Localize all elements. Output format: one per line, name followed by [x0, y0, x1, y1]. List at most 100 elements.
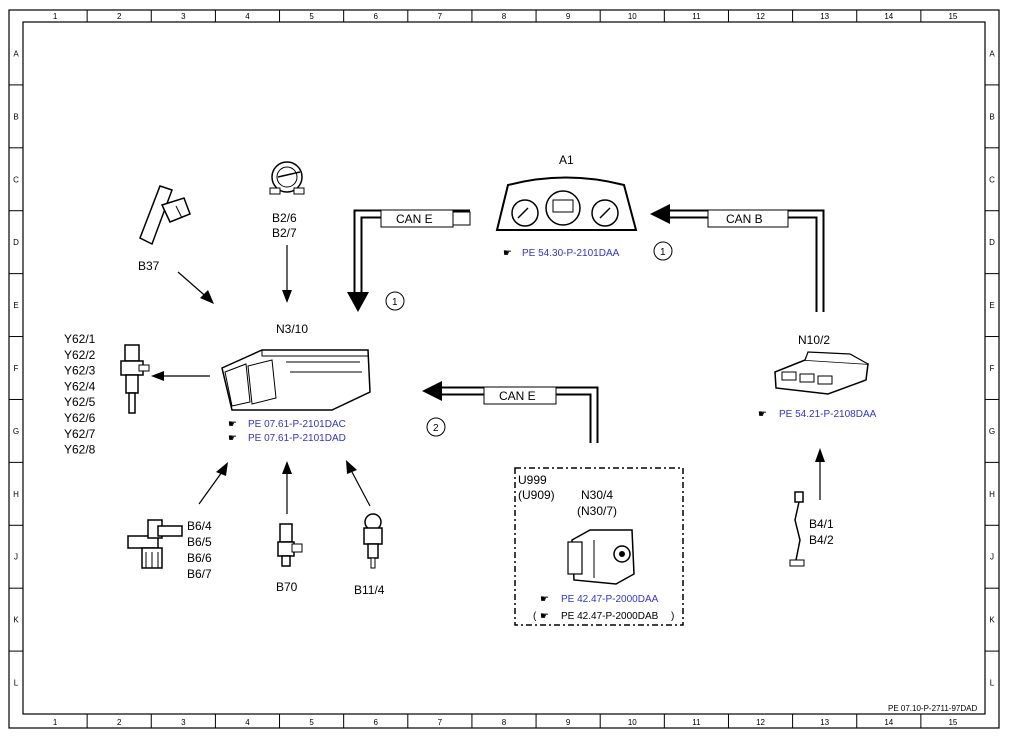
y62-label: Y62/3 [64, 364, 96, 378]
b2-6-label: B2/6 [272, 211, 297, 225]
grid-col-label: 15 [948, 718, 957, 727]
arrowhead [151, 371, 164, 381]
ref-hand-icon: ☛ [228, 419, 237, 430]
grid-row-label: J [990, 553, 994, 562]
grid-row-label: G [13, 427, 19, 436]
grid-col-label: 1 [53, 718, 58, 727]
y62-label: Y62/5 [64, 395, 96, 409]
grid-col-label: 9 [566, 12, 571, 21]
n3-10-ref-2[interactable]: PE 07.61-P-2101DAD [248, 433, 346, 444]
fuel-level-sensor-icon [789, 491, 805, 567]
grid-row-label: F [14, 364, 19, 373]
n30-ref-alt-close: ) [671, 611, 674, 622]
a1-ref-link[interactable]: PE 54.30-P-2101DAA [522, 248, 620, 259]
grid-col-label: 14 [884, 12, 893, 21]
b4-2-label: B4/2 [809, 533, 834, 547]
grid-col-label: 8 [502, 718, 507, 727]
u999-label: U999 [518, 473, 547, 487]
grid-row-label: K [989, 616, 995, 625]
coolant-sensor-icon [363, 513, 383, 569]
n3-10-ref-1[interactable]: PE 07.61-P-2101DAC [248, 419, 346, 430]
grid-row-label: F [990, 364, 995, 373]
injector-icon [120, 344, 150, 414]
u909-label: (U909) [518, 488, 555, 502]
can-b-bus [650, 204, 825, 312]
grid-row-label: H [989, 490, 995, 499]
grid-col-label: 3 [181, 12, 186, 21]
document-id: PE 07.10-P-2711-97DAD [888, 704, 977, 713]
n30-4-label: N30/4 [581, 488, 613, 502]
arrow-b6 [198, 471, 223, 505]
arrowhead [200, 290, 214, 304]
outer-frame [8, 9, 1000, 729]
ref-hand-icon: ☛ [540, 611, 549, 622]
y62-label: Y62/8 [64, 443, 96, 457]
grid-col-label: 6 [374, 12, 379, 21]
grid-row-label: C [989, 175, 995, 184]
can-e-top-bus [347, 209, 471, 312]
pedal-sensor-icon [139, 185, 191, 246]
abs-unit-icon [567, 529, 635, 585]
y62-label: Y62/7 [64, 427, 96, 441]
grid-col-label: 4 [245, 718, 250, 727]
grid-col-label: 12 [756, 718, 765, 727]
arrowhead [815, 448, 825, 462]
y62-label: Y62/4 [64, 379, 96, 393]
n10-2-ref-link[interactable]: PE 54.21-P-2108DAA [779, 409, 877, 420]
grid-col-label: 2 [117, 12, 122, 21]
can-e-top-label: CAN E [396, 212, 433, 226]
b6-4-label: B6/4 [187, 519, 212, 533]
marker-2-text: 2 [433, 423, 439, 434]
n30-ref-alt[interactable]: PE 42.47-P-2000DAB [561, 611, 659, 622]
grid-col-label: 13 [820, 718, 829, 727]
b70-label: B70 [276, 580, 298, 594]
grid-col-label: 11 [692, 718, 701, 727]
y62-label: Y62/2 [64, 348, 96, 362]
sam-module-icon [774, 351, 869, 395]
grid-row-label: E [989, 301, 994, 310]
grid-row-label: B [989, 112, 994, 121]
grid-row-label: K [13, 616, 19, 625]
u999-group-box [514, 467, 684, 626]
ref-hand-icon: ☛ [758, 409, 767, 420]
grid-col-label: 7 [438, 12, 443, 21]
grid-col-label: 10 [628, 718, 637, 727]
n30-ref-link[interactable]: PE 42.47-P-2000DAA [561, 594, 659, 605]
grid-col-label: 15 [948, 12, 957, 21]
arrow-b11 [351, 471, 371, 507]
arrowhead [282, 461, 292, 474]
arrowhead [282, 290, 292, 303]
grid-row-label: G [989, 427, 995, 436]
grid-col-label: 13 [820, 12, 829, 21]
grid-col-label: 6 [374, 718, 379, 727]
b2-7-label: B2/7 [272, 226, 297, 240]
grid-row-label: D [13, 238, 19, 247]
arrowhead [216, 462, 228, 476]
grid-col-label: 8 [502, 12, 507, 21]
grid-row-label: A [13, 49, 19, 58]
marker-2 [426, 417, 446, 437]
inner-frame [22, 21, 986, 715]
b6-5-label: B6/5 [187, 535, 212, 549]
y62-label: Y62/1 [64, 332, 96, 346]
camshaft-sensor-icon [127, 519, 183, 569]
grid-row-label: D [989, 238, 995, 247]
grid-col-label: 7 [438, 718, 443, 727]
n3-10-label: N3/10 [276, 322, 308, 336]
ecu-icon [221, 349, 371, 411]
grid-col-label: 5 [309, 12, 314, 21]
n30-7-label: (N30/7) [577, 504, 617, 518]
crankshaft-sensor-icon [277, 523, 303, 567]
b6-6-label: B6/6 [187, 551, 212, 565]
a1-label: A1 [559, 153, 574, 167]
b4-1-label: B4/1 [809, 517, 834, 531]
can-e-mid-label: CAN E [499, 389, 536, 403]
can-e-mid-bus [422, 381, 599, 443]
grid-col-label: 9 [566, 718, 571, 727]
grid-row-label: L [14, 679, 19, 688]
grid-col-label: 14 [884, 718, 893, 727]
